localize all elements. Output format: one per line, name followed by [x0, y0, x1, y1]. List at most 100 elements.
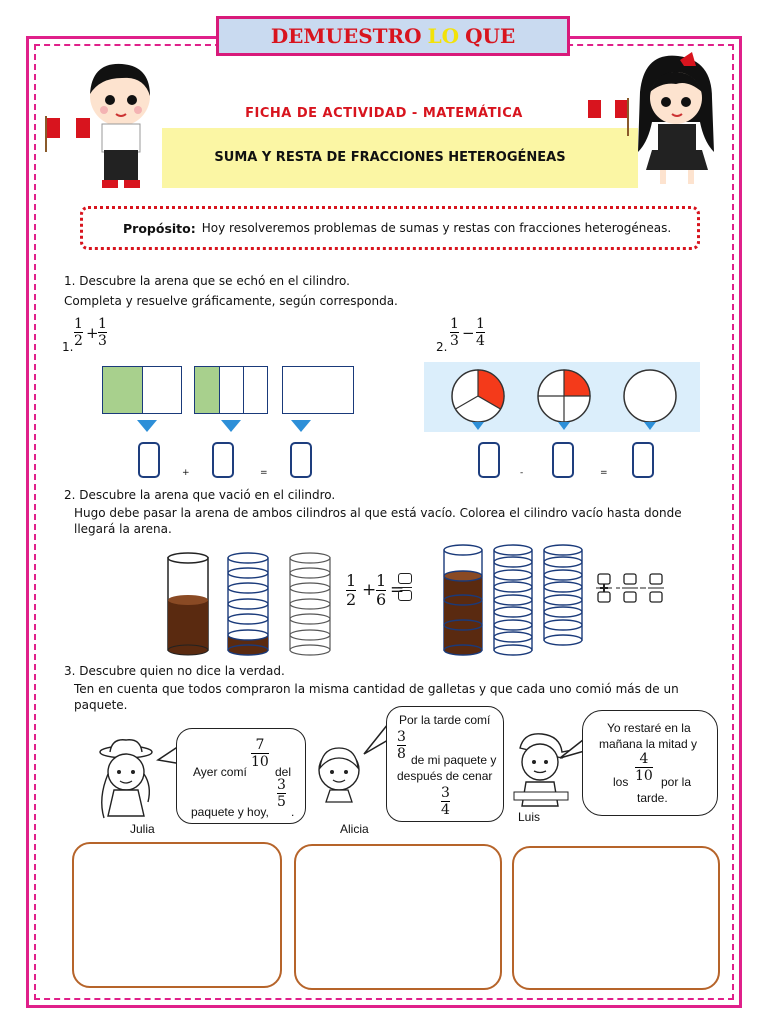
answer-box-luis[interactable]: [512, 846, 720, 990]
q2-line1: Hugo debe pasar la arena de ambos cilind…: [74, 506, 682, 520]
q2-plus: +: [362, 580, 377, 600]
julia-text-1: Ayer comí: [193, 765, 247, 779]
julia-name: Julia: [130, 822, 155, 836]
answer-box[interactable]: [632, 442, 654, 478]
julia-f1-den: 10: [251, 754, 269, 770]
fraction-bar: [398, 587, 412, 588]
julia-f2-num: 3: [277, 777, 286, 793]
arrow-down-icon: [137, 420, 157, 432]
alicia-f2-den: 4: [441, 802, 450, 818]
alicia-text-1: Por la tarde comí: [399, 713, 491, 727]
luis-text-3: los: [613, 775, 629, 789]
cylinders-left: [167, 552, 331, 656]
alicia-f1-num: 3: [397, 729, 406, 745]
circle-thirds: [451, 369, 505, 423]
q2-blank-equation[interactable]: [594, 572, 668, 604]
cylinders-right: [443, 544, 583, 656]
circle-models: [451, 369, 677, 423]
q2-b-num: 1: [376, 571, 387, 590]
answer-box[interactable]: [478, 442, 500, 478]
fraction-bar: [397, 745, 406, 746]
q2-a-num: 1: [346, 571, 357, 590]
q1-p1-operator: +: [86, 324, 99, 342]
answer-box[interactable]: [138, 442, 160, 478]
julia-text-2: del: [275, 765, 292, 779]
luis-text-5: tarde.: [637, 791, 668, 805]
fraction-bar: [251, 753, 269, 754]
answer-box[interactable]: [552, 442, 574, 478]
answer-denominator-box[interactable]: [398, 590, 412, 601]
circle-answer[interactable]: [623, 369, 677, 423]
q1-p2-operator: −: [462, 324, 475, 342]
minus-sign: -: [520, 468, 524, 478]
bar-model-thirds: [194, 366, 268, 414]
purpose-label: Propósito:: [123, 220, 196, 236]
q1-p2-b-den: 4: [476, 333, 485, 349]
alicia-text-2: de mi paquete y: [411, 753, 497, 767]
ficha-title: FICHA DE ACTIVIDAD - MATEMÁTICA: [245, 106, 523, 121]
answer-box[interactable]: [212, 442, 234, 478]
cylinder-quarters: [443, 544, 483, 656]
fraction-bar: [98, 332, 107, 333]
q1-title: 1. Descubre la arena que se echó en el c…: [64, 274, 350, 288]
alicia-illustration: [318, 747, 360, 803]
q2-a-den: 2: [346, 590, 357, 609]
fraction-bar: [450, 332, 459, 333]
girl-illustration: [588, 52, 714, 184]
q1-p1-b-num: 1: [98, 316, 107, 332]
q2-equals: =: [390, 580, 405, 600]
banner-word-2: LO: [427, 24, 460, 48]
answer-box-julia[interactable]: [72, 842, 282, 988]
julia-f1-num: 7: [255, 737, 265, 753]
cylinder-empty[interactable]: [289, 552, 331, 656]
fraction-bar: [346, 590, 357, 591]
fraction-bar: [74, 332, 83, 333]
answer-box-alicia[interactable]: [294, 844, 502, 990]
title-band: [162, 128, 638, 188]
luis-text-2: mañana la mitad y: [599, 737, 698, 751]
alicia-f1-den: 8: [397, 746, 406, 762]
cylinder-empty-right[interactable]: [543, 544, 583, 646]
cylinder-half-full: [167, 552, 209, 656]
q3-title: 3. Descubre quien no dice la verdad.: [64, 664, 285, 678]
arrow-down-icon: [221, 420, 241, 432]
bar-divider: [243, 367, 244, 413]
alicia-text-3: después de cenar: [397, 769, 493, 783]
arrow-down-icon: [291, 420, 311, 432]
q1-p1-a-den: 2: [74, 333, 83, 349]
julia-f2-den: 5: [277, 794, 286, 810]
bar-model-answer[interactable]: [282, 366, 354, 414]
fraction-bar: [476, 332, 485, 333]
answer-box[interactable]: [290, 442, 312, 478]
answer-numerator-box[interactable]: [398, 573, 412, 584]
luis-name: Luis: [518, 810, 541, 824]
luis-illustration: [513, 733, 573, 807]
fraction-bar: [441, 801, 450, 802]
cylinder-sixths: [227, 552, 269, 656]
q1-instruction: Completa y resuelve gráficamente, según …: [64, 294, 398, 308]
q3-line1: Ten en cuenta que todos compraron la mis…: [74, 682, 679, 696]
bar-model-halves: [102, 366, 182, 414]
arrow-down-icon: [644, 422, 656, 430]
purpose-box: Propósito: Hoy resolveremos problemas de…: [80, 206, 700, 250]
equals-sign: =: [600, 468, 608, 478]
fraction-bar: [635, 767, 653, 768]
boy-illustration: [45, 63, 150, 188]
banner-word-1: DEMUESTRO: [270, 24, 422, 48]
fraction-bar: [376, 590, 387, 591]
luis-bubble-tail: [559, 735, 589, 759]
plus-sign: +: [182, 468, 190, 478]
bar-shaded-part: [195, 367, 220, 413]
julia-text-4: .: [291, 805, 295, 819]
q1-p2-a-den: 3: [450, 333, 459, 349]
q2-title: 2. Descubre la arena que vació en el cil…: [64, 488, 336, 502]
